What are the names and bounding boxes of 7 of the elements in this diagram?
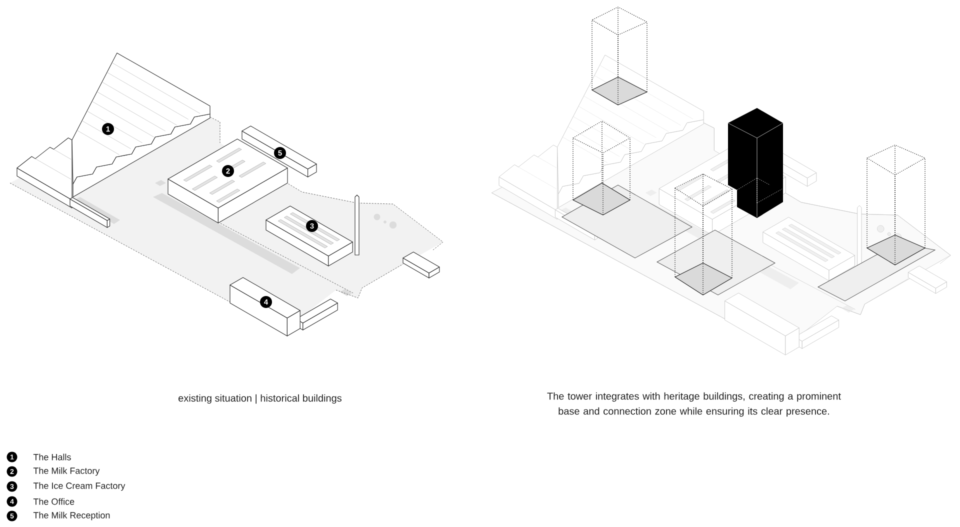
- caption: The tower integrates with heritage buildings, creating a prominent base and connection zone while ensuring its clear presence.: [547, 392, 841, 417]
- callout-label: The Ice Cream Factory: [33, 482, 126, 491]
- callout-label: The Milk Reception: [33, 512, 110, 520]
- callout-label: The Halls: [33, 454, 71, 460]
- caption: existing situation | historical buildings: [178, 394, 342, 404]
- callout-label: The Milk Factory: [33, 467, 100, 476]
- callout-label: The Office: [33, 498, 74, 505]
